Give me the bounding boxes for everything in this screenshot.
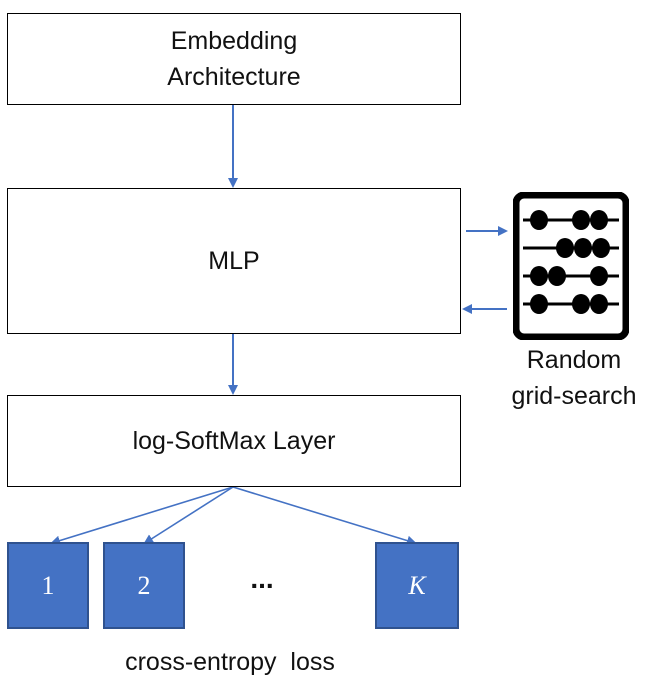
search-label-line1: Random bbox=[526, 346, 622, 374]
mlp-box: MLP bbox=[7, 188, 461, 334]
arrow-softmax-to-output-1 bbox=[50, 486, 234, 546]
log-softmax-layer-box: log-SoftMax Layer bbox=[7, 395, 461, 487]
softmax-label: log-SoftMax Layer bbox=[132, 427, 336, 455]
output-node-2: 2 bbox=[103, 542, 185, 629]
abacus-icon bbox=[513, 192, 629, 340]
output-node-1: 1 bbox=[7, 542, 89, 629]
random-grid-search-label: Random grid-search bbox=[494, 342, 654, 414]
arrow-softmax-to-output-k bbox=[232, 486, 417, 546]
arrow-softmax-to-output-2 bbox=[143, 486, 234, 545]
ellipsis: ... bbox=[250, 563, 274, 594]
cross-entropy-loss-label: cross-entropy loss bbox=[125, 648, 335, 676]
embedding-architecture-box: Embedding Architecture bbox=[7, 13, 461, 105]
search-label-line2: grid-search bbox=[511, 382, 637, 410]
mlp-label: MLP bbox=[208, 247, 260, 275]
embedding-label-line2: Architecture bbox=[167, 63, 301, 91]
output-node-k: K bbox=[375, 542, 459, 629]
embedding-label-line1: Embedding bbox=[170, 27, 298, 55]
